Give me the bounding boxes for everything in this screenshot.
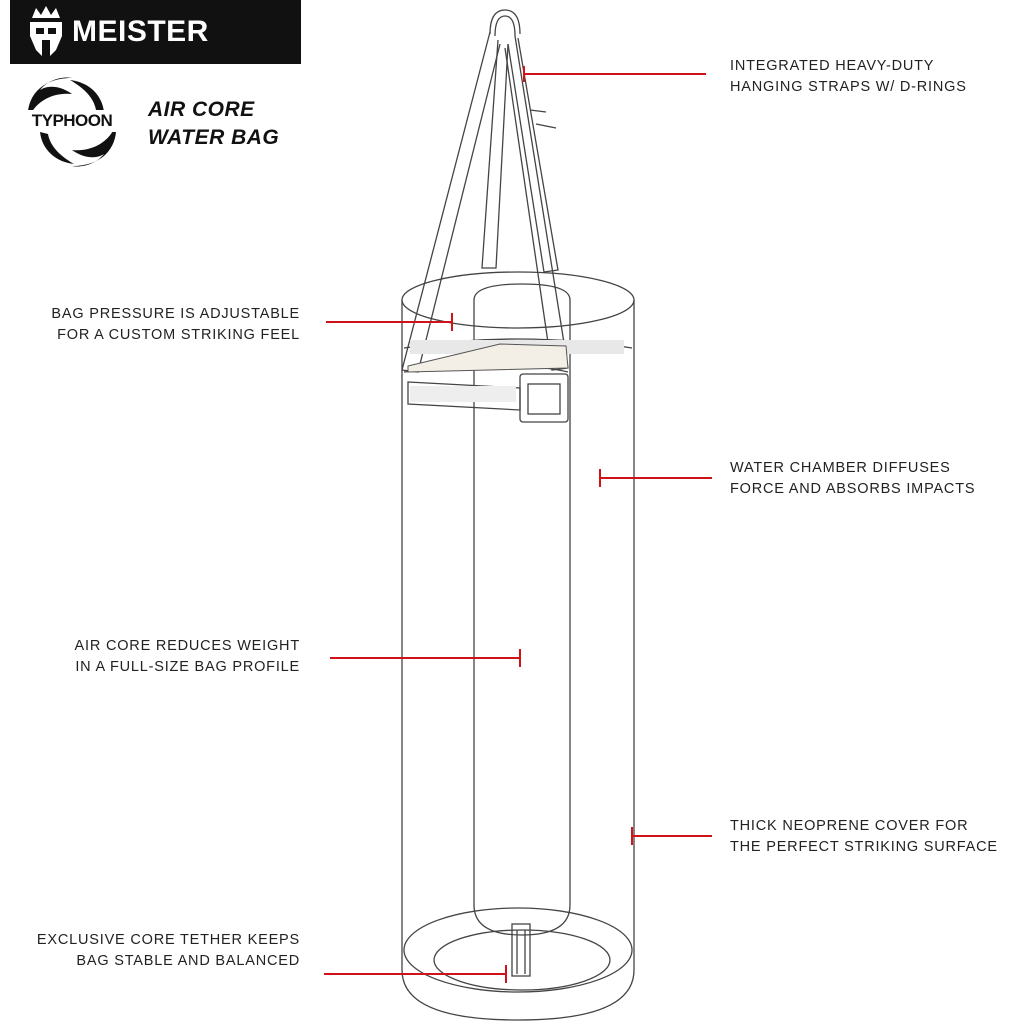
typhoon-logo-text: TYPHOON	[12, 110, 132, 132]
callout-pressure-line2: FOR A CUSTOM STRIKING FEEL	[57, 327, 300, 343]
leader-water	[599, 469, 712, 487]
leader-tether	[324, 965, 507, 983]
d-ring	[489, 9, 521, 35]
leader-straps	[523, 66, 706, 82]
callout-straps-line1: INTEGRATED HEAVY-DUTY	[730, 58, 935, 74]
bag-outer-wall	[401, 300, 635, 1021]
callout-straps: INTEGRATED HEAVY-DUTY HANGING STRAPS W/ …	[730, 56, 967, 98]
helmet-crown-icon	[30, 6, 62, 56]
callout-tether-line1: EXCLUSIVE CORE TETHER KEEPS	[36, 932, 300, 948]
product-line-2: WATER BAG	[148, 126, 280, 149]
callout-neoprene: THICK NEOPRENE COVER FOR THE PERFECT STR…	[730, 816, 998, 858]
callout-tether-line2: BAG STABLE AND BALANCED	[76, 953, 300, 969]
brand-name: MEISTER	[72, 15, 209, 48]
callout-air-core: AIR CORE REDUCES WEIGHT IN A FULL-SIZE B…	[75, 636, 300, 678]
callout-pressure: BAG PRESSURE IS ADJUSTABLE FOR A CUSTOM …	[51, 304, 300, 346]
callout-neoprene-line2: THE PERFECT STRIKING SURFACE	[730, 839, 998, 855]
brand-bar: MEISTER	[10, 0, 301, 64]
callout-tether: EXCLUSIVE CORE TETHER KEEPS BAG STABLE A…	[37, 930, 300, 972]
product-line-1: AIR CORE	[148, 98, 255, 121]
callout-pressure-line1: BAG PRESSURE IS ADJUSTABLE	[51, 306, 300, 322]
air-core	[473, 300, 571, 936]
strap-buckle	[519, 373, 569, 423]
callout-straps-line2: HANGING STRAPS W/ D-RINGS	[730, 79, 967, 95]
core-tether	[511, 923, 531, 977]
leader-neoprene	[631, 827, 712, 845]
callout-water-line2: FORCE AND ABSORBS IMPACTS	[730, 481, 976, 497]
callout-air-core-line2: IN A FULL-SIZE BAG PROFILE	[75, 659, 300, 675]
bag-top	[401, 271, 635, 329]
leader-air-core	[330, 649, 521, 667]
callout-air-core-line1: AIR CORE REDUCES WEIGHT	[74, 638, 300, 654]
callout-water: WATER CHAMBER DIFFUSES FORCE AND ABSORBS…	[730, 458, 975, 500]
leader-pressure	[326, 313, 453, 331]
callout-neoprene-line1: THICK NEOPRENE COVER FOR	[730, 818, 969, 834]
callout-water-line1: WATER CHAMBER DIFFUSES	[730, 460, 951, 476]
typhoon-logo: TYPHOON	[12, 72, 132, 172]
